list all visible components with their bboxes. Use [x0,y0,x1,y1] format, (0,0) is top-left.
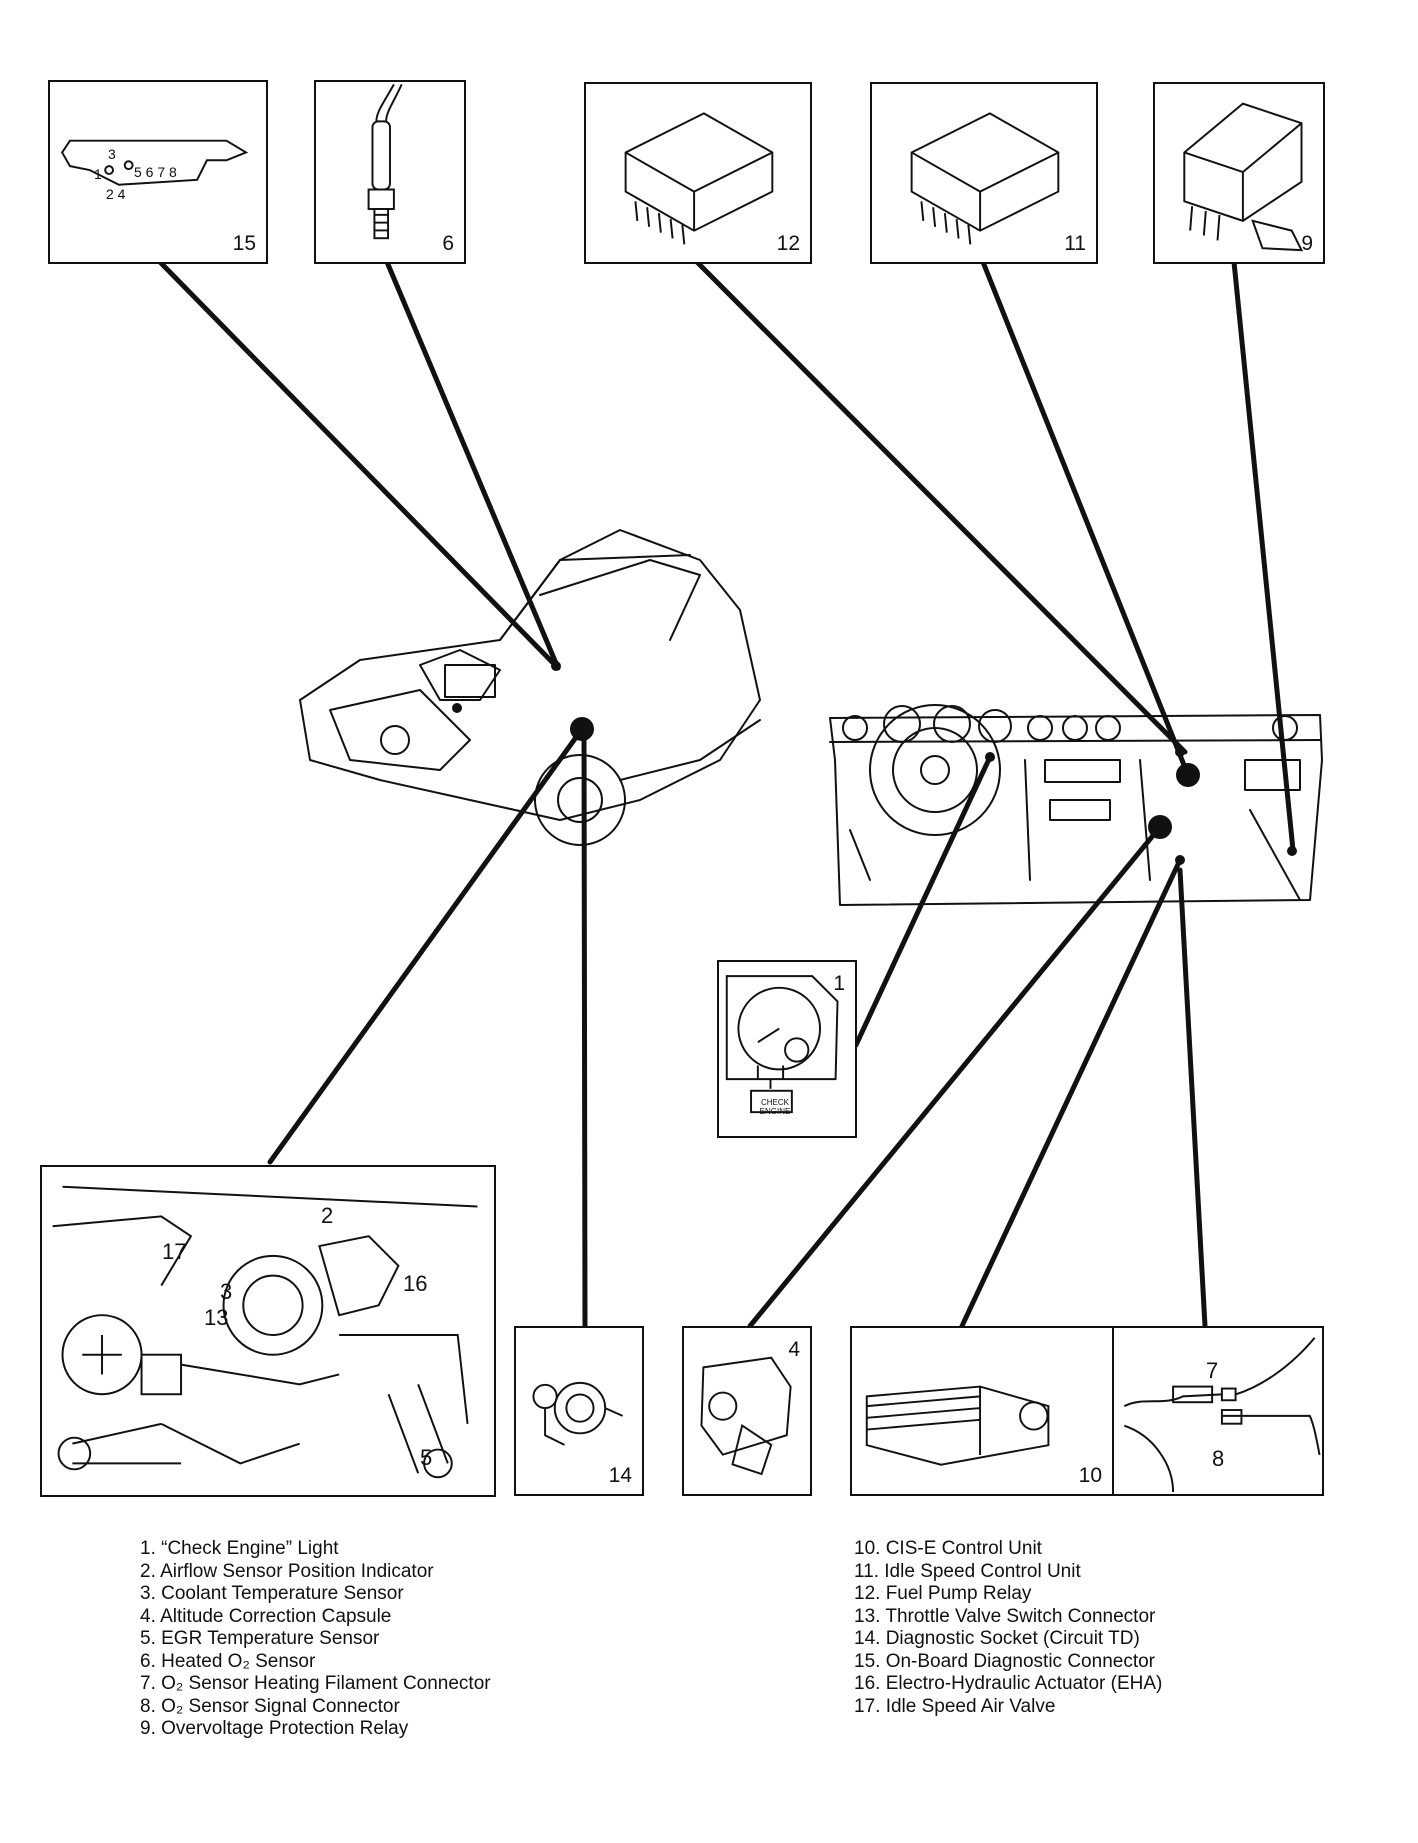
check-engine-light-label: CHECK ENGINE [759,1098,791,1116]
engine-label-16: 16 [403,1271,428,1296]
legend-item: 16. Electro-Hydraulic Actuator (EHA) [854,1673,1163,1694]
legend-item: 13. Throttle Valve Switch Connector [854,1605,1156,1627]
callout-number: 15 [232,232,256,255]
obd-connector-drawing [60,139,249,186]
engine-label-13: 13 [204,1305,229,1330]
callout-number: 6 [442,232,454,255]
legend-item: 6. Heated O₂ Sensor [140,1650,316,1672]
callout-15-obd-connector: 3 1 5 6 7 8 2 4 15 [48,80,268,264]
legend-item: 15. On-Board Diagnostic Connector [854,1650,1155,1672]
engine-bay-drawing [52,1185,478,1479]
callout-number: 14 [608,1464,632,1487]
callout-14-diagnostic-socket: 14 [514,1326,644,1496]
connector-label-7: 7 [1206,1358,1219,1383]
legend-left: 1. “Check Engine” Light 2. Airflow Senso… [140,1538,491,1741]
callout-10-cis-e-control-unit: 10 [850,1326,1114,1496]
callout-6-heated-o2-sensor: 6 [314,80,466,264]
legend-item: 12. Fuel Pump Relay [854,1583,1032,1604]
obd-pin-left-label-2: 2 4 [106,186,126,202]
callout-11-idle-speed-control-unit: 11 [870,82,1098,264]
legend-item: 7. O₂ Sensor Heating Filament Connector [140,1673,491,1694]
leader-lines [157,259,1296,1329]
callout-7-8-o2-connectors: 7 8 [1112,1326,1324,1496]
callout-number: 1 [833,972,845,995]
o2-sensor-drawing [367,83,403,240]
dashboard-illustration [829,704,1323,906]
legend-item: 3. Coolant Temperature Sensor [140,1583,404,1604]
callout-12-fuel-pump-relay: 12 [584,82,812,264]
connector-label-8: 8 [1212,1446,1225,1471]
callout-engine-bay: 2 17 3 16 13 5 [40,1165,496,1497]
car-illustration [299,529,761,846]
legend-item: 4. Altitude Correction Capsule [140,1605,392,1627]
cis-e-control-unit-drawing [865,1385,1050,1466]
legend-item: 17. Idle Speed Air Valve [854,1695,1056,1717]
callout-number: 9 [1301,232,1313,255]
legend-item: 5. EGR Temperature Sensor [140,1628,380,1649]
engine-label-2: 2 [321,1203,334,1228]
callout-number: 4 [788,1338,800,1361]
idle-speed-control-unit-drawing [910,112,1060,245]
legend-right: 10. CIS-E Control Unit 11. Idle Speed Co… [854,1538,1162,1718]
callout-number: 12 [776,232,800,255]
callout-number: 11 [1064,232,1086,255]
diagnostic-socket-drawing [532,1381,624,1446]
engine-label-5: 5 [420,1445,433,1470]
legend-item: 1. “Check Engine” Light [140,1538,339,1559]
instrument-cluster-drawing [725,975,839,1114]
obd-pin-bottom-labels: 5 6 7 8 [134,164,177,180]
engine-label-17: 17 [162,1239,187,1264]
callout-number: 10 [1078,1464,1102,1487]
altitude-capsule-drawing [700,1356,792,1476]
callout-4-altitude-capsule: 4 [682,1326,812,1496]
obd-pin-top-label: 3 [108,146,116,162]
legend-item: 10. CIS-E Control Unit [854,1538,1042,1559]
location-dots [452,661,1297,865]
callout-1-check-engine-light: 1 CHECK ENGINE [717,960,857,1138]
legend-item: 11. Idle Speed Control Unit [854,1560,1081,1582]
engine-label-3: 3 [220,1279,233,1304]
overvoltage-relay-drawing [1183,102,1304,252]
o2-connectors-drawing [1123,1337,1321,1493]
callout-9-overvoltage-relay: 9 [1153,82,1325,264]
legend-item: 8. O₂ Sensor Signal Connector [140,1695,400,1717]
legend-item: 9. Overvoltage Protection Relay [140,1718,409,1739]
fuel-pump-relay-drawing [624,112,774,245]
legend-item: 14. Diagnostic Socket (Circuit TD) [854,1628,1140,1649]
legend-item: 2. Airflow Sensor Position Indicator [140,1560,434,1582]
obd-pin-left-label-1: 1 [94,166,102,182]
